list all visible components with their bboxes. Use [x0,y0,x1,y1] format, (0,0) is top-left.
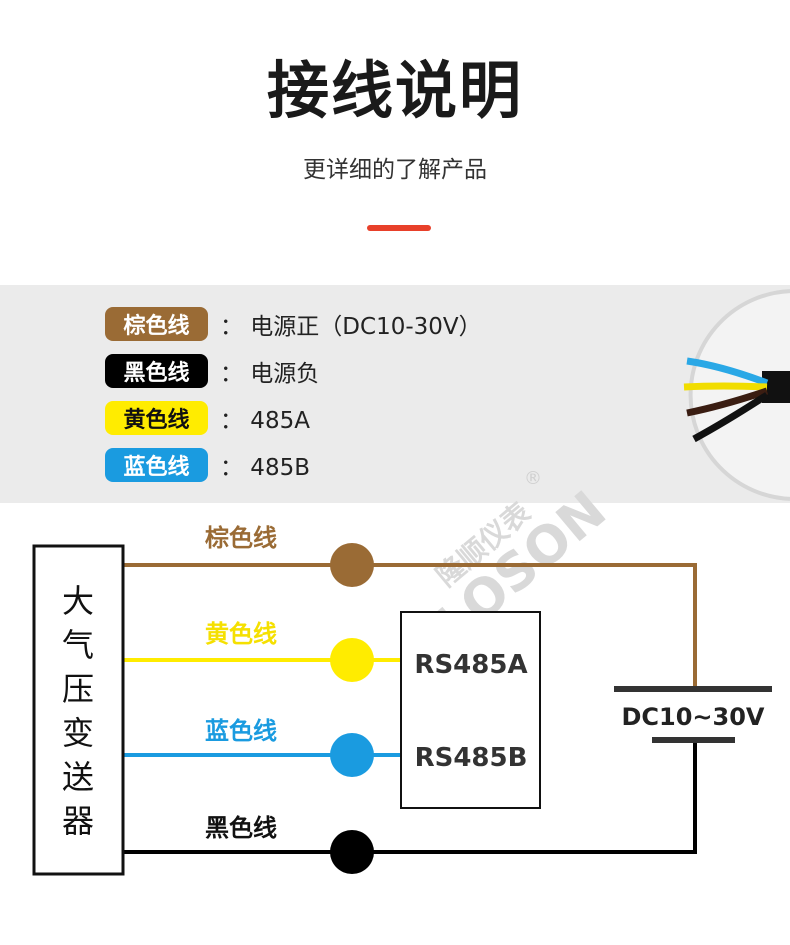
brown-terminal [330,543,374,587]
registered-mark: ® [524,468,542,489]
black-terminal [330,830,374,874]
legend-row-blue: 蓝色线 ： 485B [105,448,310,482]
page-title: 接线说明 [266,54,523,127]
black-wire [123,740,697,854]
device-box [32,544,125,876]
power-label: DC10~30V [621,703,764,731]
yellow-wire-label: 黄色线 [205,620,277,648]
device-label-char: 送 [62,758,94,796]
badge-black: 黑色线 [105,354,208,388]
rs485b-label: RS485B [415,743,528,773]
brown-wire-label: 棕色线 [205,524,277,552]
legend-desc: ： 485B [220,455,310,481]
legend-row-black: 黑色线 ： 电源负 [105,354,319,388]
device-label-char: 变 [62,714,94,752]
brown-wire [123,563,697,689]
cable-photo [682,289,790,501]
blue-terminal [330,733,374,777]
legend-row-yellow: 黄色线 ： 485A [105,401,310,435]
yellow-terminal [330,638,374,682]
legend-desc: ： 485A [220,408,310,434]
rs485a-label: RS485A [414,650,527,680]
legend-desc: ： 电源正（DC10-30V） [220,314,482,340]
rs485-box [400,611,541,809]
title-divider [367,225,431,231]
device-label-char: 大 [62,582,94,620]
page-subtitle: 更详细的了解产品 [303,157,487,183]
badge-blue: 蓝色线 [105,448,208,482]
badge-yellow: 黄色线 [105,401,208,435]
badge-brown: 棕色线 [105,307,208,341]
legend-row-brown: 棕色线 ： 电源正（DC10-30V） [105,307,482,341]
cable-icon [683,289,790,501]
device-label-char: 压 [62,670,94,708]
device-label-char: 气 [62,626,94,664]
blue-wire-label: 蓝色线 [205,717,277,745]
black-wire-label: 黑色线 [205,814,277,842]
device-label-char: 器 [62,802,94,840]
legend-desc: ： 电源负 [220,361,320,387]
